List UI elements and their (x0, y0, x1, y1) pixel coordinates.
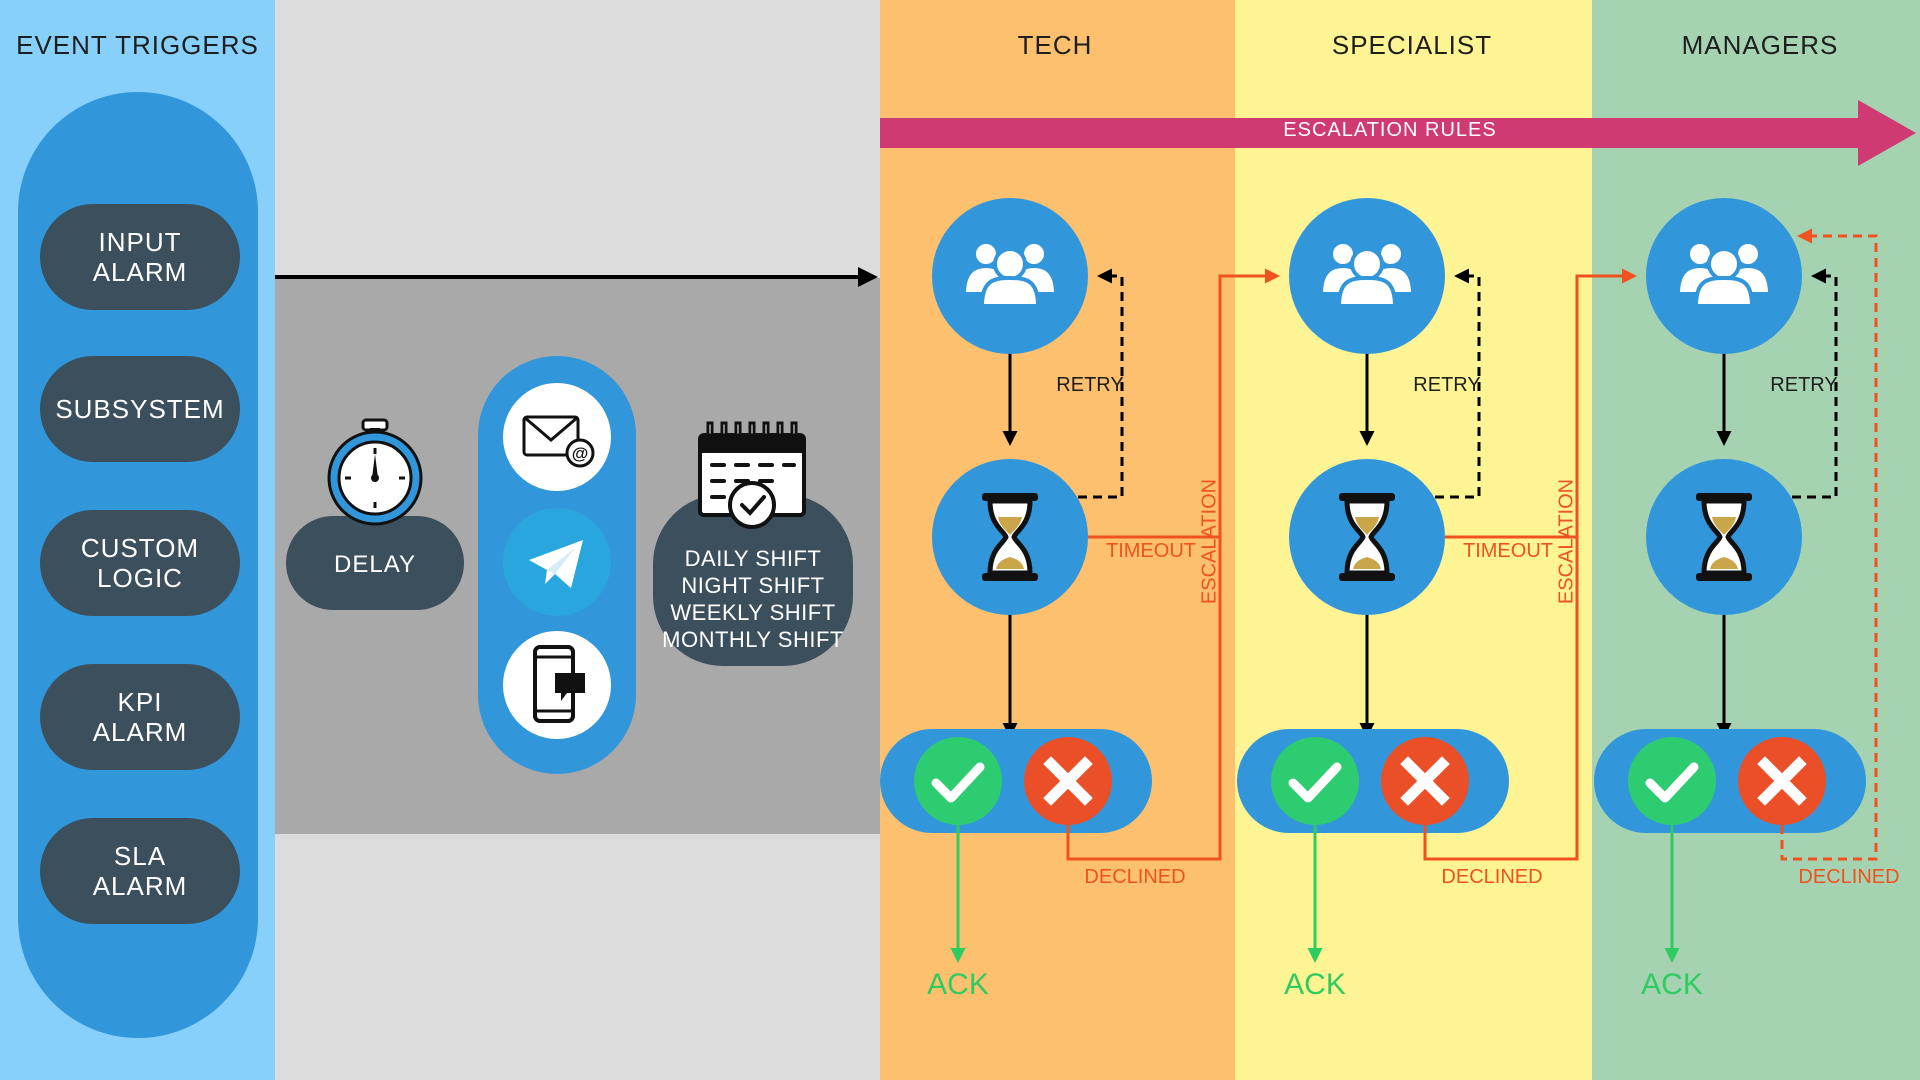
timeout-label: TIMEOUT (1106, 540, 1196, 562)
telegram-icon (529, 540, 583, 588)
stopwatch-icon (327, 418, 423, 526)
declined-loop (1780, 228, 1878, 861)
escalation-rules-label: ESCALATION RULES (1283, 119, 1497, 141)
retry-label: RETRY (1056, 374, 1124, 396)
email-icon: @ (522, 415, 595, 468)
header-managers: MANAGERS (1681, 30, 1839, 60)
declined-label: DECLINED (1441, 866, 1543, 888)
ack-button[interactable] (914, 737, 1002, 825)
header-tech: TECH (1017, 30, 1093, 60)
svg-text:@: @ (572, 444, 589, 463)
escalation-line (1423, 268, 1637, 861)
escalation-rules-arrow (880, 100, 1916, 166)
shift-pill (653, 494, 853, 666)
trigger-item-bg (40, 664, 240, 770)
level-tech (880, 198, 1280, 963)
shift-monthly: MONTHLY SHIFT (662, 627, 844, 652)
retry-loop (1792, 268, 1838, 499)
level-specialist (1237, 198, 1637, 963)
ack-label: ACK (1641, 968, 1703, 1001)
ack-label: ACK (927, 968, 989, 1001)
ack-button[interactable] (1628, 737, 1716, 825)
trigger-item-bg (40, 510, 240, 616)
shift-daily: DAILY SHIFT (684, 546, 822, 571)
retry-loop (1078, 268, 1124, 499)
ack-button[interactable] (1271, 737, 1359, 825)
trigger-subsystem: SUBSYSTEM (55, 394, 225, 424)
escalation-label: ESCALATION (1198, 478, 1221, 605)
calendar-check-icon (698, 421, 806, 529)
shift-weekly: WEEKLY SHIFT (670, 600, 836, 625)
header-specialist: SPECIALIST (1331, 30, 1493, 60)
retry-label: RETRY (1413, 374, 1481, 396)
delay-label: DELAY (334, 551, 416, 578)
header-event-triggers: EVENT TRIGGERS (16, 30, 259, 60)
escalation-label: ESCALATION (1555, 478, 1578, 605)
delay-pill (286, 516, 464, 610)
retry-loop (1435, 268, 1481, 499)
ack-label: ACK (1284, 968, 1346, 1001)
trigger-item-bg (40, 356, 240, 462)
escalation-line (1066, 268, 1280, 861)
sms-phone-icon (533, 645, 585, 723)
shift-night: NIGHT SHIFT (681, 573, 825, 598)
trigger-item-bg (40, 818, 240, 924)
declined-label: DECLINED (1798, 866, 1900, 888)
trigger-item-bg (40, 204, 240, 310)
declined-label: DECLINED (1084, 866, 1186, 888)
level-managers (1594, 198, 1878, 963)
timeout-label: TIMEOUT (1463, 540, 1553, 562)
retry-label: RETRY (1770, 374, 1838, 396)
shift-list: DAILY SHIFT NIGHT SHIFT WEEKLY SHIFT MON… (653, 534, 853, 664)
